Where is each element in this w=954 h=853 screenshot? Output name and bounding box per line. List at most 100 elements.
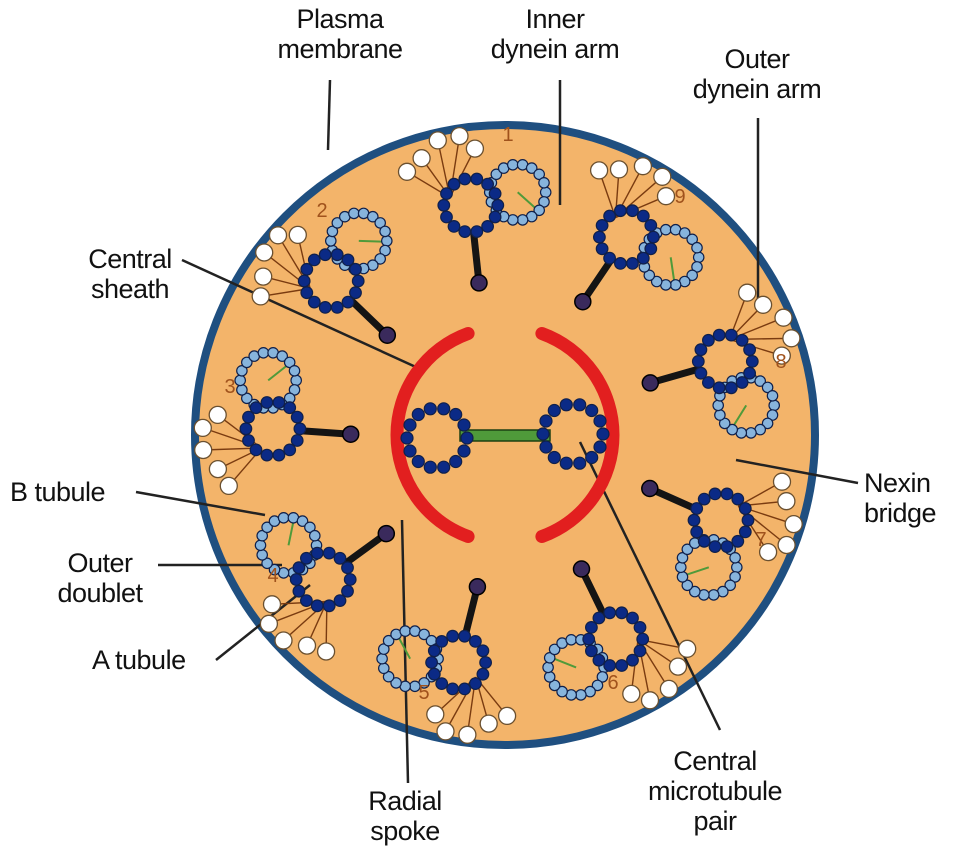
- outer-dynein-arm: [778, 537, 795, 554]
- label-inner-dynein-arm-line1: Inner: [470, 4, 640, 34]
- doublet-number-7: 7: [755, 529, 766, 551]
- a-tubule-bead: [726, 329, 738, 341]
- spoke-head: [379, 327, 395, 343]
- a-tubule-bead: [721, 541, 733, 553]
- label-outer-dynein-arm-line2: dynein arm: [672, 74, 842, 104]
- a-tubule-bead: [698, 493, 710, 505]
- label-a-tubule-text: A tubule: [92, 645, 222, 675]
- a-tubule-bead: [732, 536, 744, 548]
- a-tubule-bead: [273, 397, 285, 409]
- a-tubule-bead: [342, 296, 354, 308]
- label-outer-doublet: Outer doublet: [40, 548, 160, 608]
- a-tubule-bead: [480, 657, 492, 669]
- doublet-number-9: 9: [674, 186, 685, 208]
- label-central-microtubule-pair-line2: microtubule: [630, 776, 800, 806]
- a-tubule-bead: [438, 200, 450, 212]
- a-tubule-bead: [426, 657, 438, 669]
- a-tubule-bead: [243, 435, 255, 447]
- a-tubule-bead: [615, 205, 627, 217]
- central-microtubule-left-bead: [424, 461, 436, 473]
- b-tubule-bead: [400, 626, 410, 636]
- a-tubule-bead: [604, 210, 616, 222]
- a-tubule-bead: [471, 226, 483, 238]
- b-tubule-bead: [289, 366, 299, 376]
- outer-dynein-arm: [275, 632, 292, 649]
- central-microtubule-left-bead: [450, 456, 462, 468]
- label-central-sheath-line1: Central: [60, 244, 200, 274]
- a-tubule-bead: [586, 645, 598, 657]
- central-microtubule-right-bead: [560, 399, 572, 411]
- label-radial-spoke: Radial spoke: [340, 786, 470, 846]
- inner-dynein-arm: [318, 643, 335, 660]
- label-nexin-bridge-line1: Nexin: [864, 468, 952, 498]
- central-microtubule-left-bead: [404, 419, 416, 431]
- central-microtubule-left-bead: [412, 456, 424, 468]
- a-tubule-bead: [294, 423, 306, 435]
- b-tubule-bead: [235, 375, 245, 385]
- label-radial-spoke-line1: Radial: [340, 786, 470, 816]
- inner-dynein-arm: [739, 284, 756, 301]
- a-tubule-bead: [319, 302, 331, 314]
- b-tubule-bead: [746, 428, 756, 438]
- a-tubule-bead: [436, 636, 448, 648]
- outer-dynein-arm: [260, 615, 277, 632]
- b-tubule-bead: [349, 208, 359, 218]
- central-microtubule-left-bead: [450, 409, 462, 421]
- leader-plasma-membrane: [328, 80, 330, 150]
- b-tubule-bead: [576, 690, 586, 700]
- a-tubule-bead: [311, 547, 323, 559]
- a-tubule-bead: [448, 178, 460, 190]
- b-tubule-bead: [258, 348, 268, 358]
- a-tubule-bead: [709, 488, 721, 500]
- label-radial-spoke-line2: spoke: [340, 816, 470, 846]
- b-tubule-bead: [715, 410, 725, 420]
- a-tubule-bead: [342, 562, 354, 574]
- inner-dynein-arm: [220, 477, 237, 494]
- inner-dynein-arm: [658, 188, 675, 205]
- b-tubule-bead: [377, 654, 387, 664]
- a-tubule-bead: [291, 411, 303, 423]
- a-tubule-bead: [352, 275, 364, 287]
- a-tubule-bead: [688, 514, 700, 526]
- inner-dynein-arm: [427, 706, 444, 723]
- a-tubule-bead: [693, 356, 705, 368]
- a-tubule-bead: [334, 595, 346, 607]
- a-tubule-bead: [429, 668, 441, 680]
- outer-dynein-arm: [270, 227, 287, 244]
- a-tubule-bead: [492, 200, 504, 212]
- a-tubule-bead: [261, 449, 273, 461]
- b-tubule-bead: [379, 663, 389, 673]
- outer-dynein-arm: [783, 330, 800, 347]
- spoke-head: [469, 579, 485, 595]
- a-tubule-bead: [319, 249, 331, 261]
- a-tubule-bead: [637, 633, 649, 645]
- central-microtubule-left-bead: [461, 432, 473, 444]
- label-inner-dynein-arm-line2: dynein arm: [470, 34, 640, 64]
- a-tubule-bead: [293, 585, 305, 597]
- outer-dynein-arm: [775, 309, 792, 326]
- doublet-number-6: 6: [607, 672, 618, 694]
- a-tubule-bead: [250, 402, 262, 414]
- a-tubule-bead: [273, 449, 285, 461]
- label-inner-dynein-arm: Inner dynein arm: [470, 4, 640, 64]
- label-nexin-bridge-line2: bridge: [864, 498, 952, 528]
- outer-dynein-arm: [660, 680, 677, 697]
- a-tubule-bead: [648, 231, 660, 243]
- outer-dynein-arm: [459, 726, 476, 743]
- b-tubule-bead: [713, 400, 723, 410]
- a-tubule-bead: [583, 633, 595, 645]
- inner-dynein-arm: [679, 640, 696, 657]
- spoke-head: [574, 561, 590, 577]
- b-tubule-bead: [517, 215, 527, 225]
- central-microtubule-right-bead: [540, 415, 552, 427]
- b-tubule-bead: [566, 635, 576, 645]
- a-tubule-bead: [703, 335, 715, 347]
- a-tubule-bead: [596, 243, 608, 255]
- a-tubule-bead: [290, 574, 302, 586]
- a-tubule-bead: [709, 541, 721, 553]
- central-microtubule-left-bead: [458, 445, 470, 457]
- a-tubule-bead: [593, 612, 605, 624]
- inner-dynein-arm: [399, 163, 416, 180]
- central-bridge: [460, 430, 550, 441]
- a-tubule-bead: [740, 503, 752, 515]
